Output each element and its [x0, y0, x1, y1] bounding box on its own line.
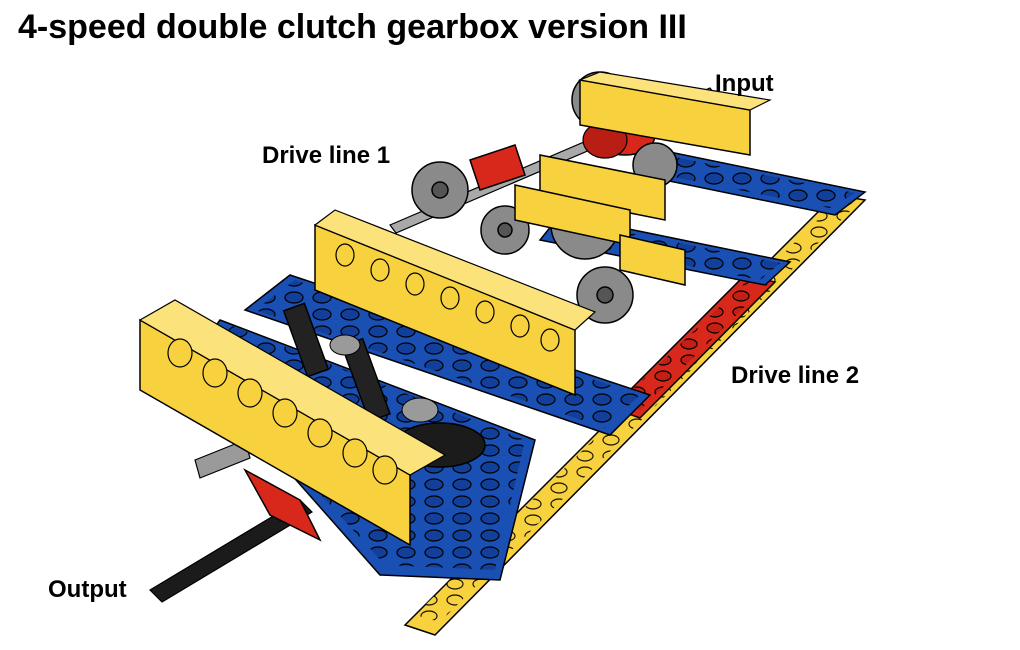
- output-shaft: [149, 439, 313, 603]
- drive-line-1-yellow-beam: [313, 209, 597, 397]
- output-yellow-beam: [138, 299, 447, 547]
- input-label: Input: [715, 70, 774, 97]
- drive-line-1-red-clutch: [469, 144, 526, 191]
- middle-yellow-blocks: [514, 154, 686, 286]
- drive-line-1-label: Drive line 1: [262, 142, 391, 169]
- input-yellow-beam: [577, 71, 772, 156]
- output-red-block: [243, 468, 322, 542]
- drive-line-2-label: Drive line 2: [731, 362, 860, 389]
- output-label: Output: [48, 576, 127, 603]
- page-title: 4-speed double clutch gearbox version II…: [18, 8, 687, 46]
